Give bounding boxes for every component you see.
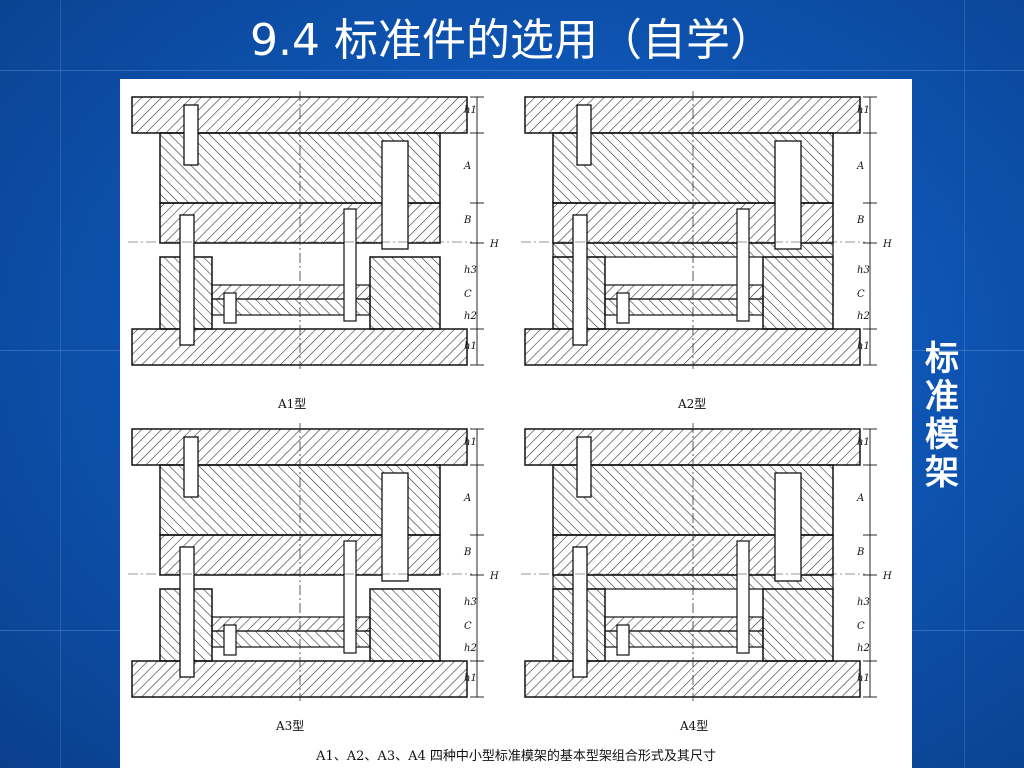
- dimension-label: h1: [857, 437, 870, 448]
- return-pin: [736, 208, 750, 322]
- guide-bushing: [381, 140, 409, 250]
- dimension-label: A: [463, 161, 471, 172]
- screw-top: [183, 436, 199, 498]
- guide-bushing: [774, 472, 802, 582]
- dimension-label: h3: [464, 597, 477, 608]
- dimension-label: C: [857, 621, 865, 632]
- dimension-label: h1: [464, 673, 477, 684]
- dimension-label: C: [857, 289, 865, 300]
- panel-label-a3: A3型: [276, 719, 305, 733]
- panel-label-a1: A1型: [278, 397, 307, 411]
- dimension-label: B: [856, 215, 864, 226]
- dimension-label: h1: [857, 105, 870, 116]
- spacer-block-right: [762, 588, 834, 662]
- dimension-label: A: [856, 493, 864, 504]
- side-label-char: 模: [925, 415, 959, 455]
- panel-label-a2: A2型: [678, 397, 707, 411]
- bg-line: [964, 0, 965, 768]
- guide-bushing: [774, 140, 802, 250]
- top-clamp-plate: [131, 428, 468, 466]
- dimension-label: C: [464, 621, 472, 632]
- guide-pillar: [572, 546, 588, 678]
- return-pin: [736, 540, 750, 654]
- small-screw: [616, 624, 630, 656]
- panel-label-a4: A4型: [680, 719, 709, 733]
- top-clamp-plate: [131, 96, 468, 134]
- dimension-label: B: [463, 547, 471, 558]
- screw-top: [576, 436, 592, 498]
- dimension-label: H: [489, 571, 499, 582]
- ejector-plate: [211, 298, 371, 316]
- small-screw: [223, 292, 237, 324]
- spacer-block-right: [762, 256, 834, 330]
- ejector-plate: [211, 630, 371, 648]
- dimension-label: B: [856, 547, 864, 558]
- dimension-label: h1: [464, 437, 477, 448]
- dimension-label: h1: [464, 341, 477, 352]
- spacer-block-right: [369, 256, 441, 330]
- guide-pillar: [179, 546, 195, 678]
- dimension-label: h3: [857, 597, 870, 608]
- side-label-char: 架: [925, 453, 959, 493]
- slide-title: 9.4 标准件的选用（自学）: [250, 15, 774, 66]
- dimension-label: h2: [857, 643, 870, 654]
- dimension-label: h2: [464, 311, 477, 322]
- side-label-char: 准: [925, 377, 959, 417]
- dimension-label: H: [489, 239, 499, 250]
- guide-pillar: [572, 214, 588, 346]
- return-pin: [343, 540, 357, 654]
- dimension-label: A: [856, 161, 864, 172]
- top-clamp-plate: [524, 428, 861, 466]
- dimension-label: h1: [464, 105, 477, 116]
- dimension-label: h2: [464, 643, 477, 654]
- dimension-label: A: [463, 493, 471, 504]
- dimension-label: h3: [464, 265, 477, 276]
- small-screw: [223, 624, 237, 656]
- dimension-label: h3: [857, 265, 870, 276]
- small-screw: [616, 292, 630, 324]
- dimension-label: h2: [857, 311, 870, 322]
- dimension-label: H: [882, 571, 892, 582]
- mold-drawings: h1ABHCh3h2h1h1ABHCh3h2h1h1ABHCh3h2h1h1AB…: [128, 91, 892, 701]
- top-clamp-plate: [524, 96, 861, 134]
- dimension-label: B: [463, 215, 471, 226]
- guide-pillar: [179, 214, 195, 346]
- dimension-label: H: [882, 239, 892, 250]
- spacer-block-right: [369, 588, 441, 662]
- guide-bushing: [381, 472, 409, 582]
- side-label-char: 标: [925, 339, 959, 379]
- figure-caption: A1、A2、A3、A4 四种中小型标准模架的基本型架组合形式及其尺寸: [316, 749, 716, 764]
- bg-line: [0, 70, 1024, 71]
- return-pin: [343, 208, 357, 322]
- bg-line: [60, 0, 61, 768]
- dimension-label: h1: [857, 673, 870, 684]
- ejector-plate: [604, 298, 764, 316]
- dimension-label: C: [464, 289, 472, 300]
- dimension-label: h1: [857, 341, 870, 352]
- side-label: 标 准 模 架: [922, 340, 962, 492]
- ejector-plate: [604, 630, 764, 648]
- screw-top: [576, 104, 592, 166]
- screw-top: [183, 104, 199, 166]
